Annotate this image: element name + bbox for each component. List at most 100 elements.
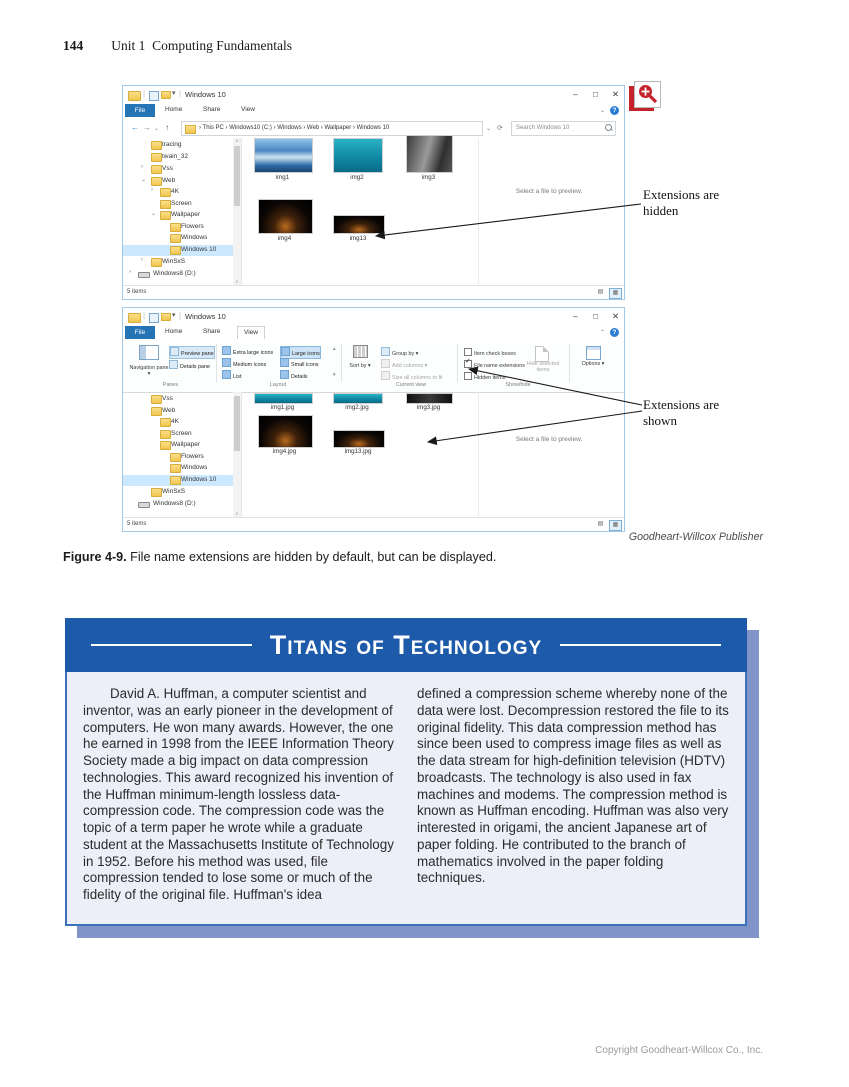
file-label[interactable]: img2 (350, 174, 364, 181)
new-folder-icon[interactable] (161, 313, 171, 321)
checkbox-unchecked-icon[interactable] (464, 348, 472, 356)
breadcrumb-path[interactable]: › This PC › Windows10 (C:) › Windows › W… (199, 125, 390, 131)
tree-item-label: Vss (162, 395, 173, 402)
file-thumbnail-img3[interactable] (406, 393, 453, 404)
file-label[interactable]: img13 (349, 235, 367, 242)
file-label[interactable]: img13.jpg (344, 448, 372, 455)
refresh-icon[interactable]: ⟳ (497, 125, 503, 132)
group-by-button[interactable]: Group by ▾ (381, 347, 418, 357)
item-check-boxes-checkbox[interactable]: Item check boxes (464, 348, 516, 357)
size-columns-button[interactable]: Size all columns to fit (381, 371, 443, 381)
file-thumbnail-img13[interactable] (333, 215, 385, 234)
thumbnail-view-icon[interactable]: ▦ (609, 520, 622, 531)
file-thumbnail-img4[interactable] (258, 415, 313, 448)
new-folder-icon[interactable] (161, 91, 171, 99)
sort-by-button[interactable]: Sort by ▾ (347, 345, 373, 370)
tab-view-active[interactable]: View (237, 326, 265, 339)
tree-item-selected[interactable]: Windows 10 (123, 245, 233, 256)
medium-icons-button[interactable]: Medium icons (222, 358, 266, 369)
expand-icon[interactable]: › (151, 187, 153, 193)
list-button[interactable]: List (222, 370, 241, 381)
file-name-extensions-checkbox[interactable]: ✓File name extensions (464, 358, 525, 369)
preview-pane-button[interactable]: Preview pane (169, 346, 215, 359)
checkbox-unchecked-icon[interactable] (464, 372, 472, 380)
tab-home[interactable]: Home (165, 106, 183, 113)
maximize-button[interactable]: □ (593, 311, 599, 321)
chevron-down-icon[interactable]: ▾ (172, 312, 176, 319)
properties-icon[interactable] (149, 313, 159, 323)
file-label[interactable]: img1 (275, 174, 290, 181)
file-label[interactable]: img1.jpg (270, 404, 295, 411)
close-button[interactable]: ✕ (612, 311, 620, 321)
navigation-pane-button[interactable]: Navigation pane ▾ (129, 345, 169, 378)
help-icon[interactable]: ? (610, 106, 619, 115)
details-pane-button[interactable]: Details pane (169, 360, 210, 371)
properties-icon[interactable] (149, 91, 159, 101)
small-icons-button[interactable]: Small icons (280, 358, 319, 369)
collapse-icon[interactable]: ⌄ (141, 177, 147, 183)
zoom-callout-icon[interactable] (629, 81, 661, 113)
back-icon[interactable]: ← (131, 123, 139, 132)
thumbnail-view-icon[interactable]: ▦ (609, 288, 622, 299)
collapse-ribbon-icon[interactable]: ⌃ (600, 330, 606, 336)
scroll-up-icon[interactable]: ∧ (235, 138, 239, 143)
file-label[interactable]: img2.jpg (345, 404, 369, 411)
expand-icon[interactable]: › (141, 164, 143, 170)
details-view-icon[interactable]: ▤ (597, 521, 604, 527)
file-thumbnail-img2[interactable] (333, 393, 383, 404)
details-button[interactable]: Details (280, 370, 307, 381)
file-label[interactable]: img4.jpg (272, 448, 297, 455)
minimize-button[interactable]: – (573, 89, 578, 99)
file-thumbnail-img1[interactable] (254, 138, 313, 173)
options-icon[interactable] (586, 346, 601, 360)
layout-scroll-down-icon[interactable]: ▼ (332, 372, 337, 377)
scroll-down-icon[interactable]: ∨ (235, 279, 239, 284)
search-icon[interactable] (605, 124, 612, 131)
file-label[interactable]: img3.jpg (416, 404, 441, 411)
checkbox-checked-icon[interactable]: ✓ (464, 358, 472, 368)
file-thumbnail-img2[interactable] (333, 138, 383, 173)
forward-icon[interactable]: → (143, 123, 151, 132)
collapse-icon[interactable]: ⌄ (151, 211, 157, 217)
close-button[interactable]: ✕ (612, 89, 620, 99)
chevron-down-icon[interactable]: ▾ (172, 90, 176, 97)
breadcrumb[interactable]: › This PC › Windows10 (C:) › Windows › W… (181, 121, 483, 136)
tab-file[interactable]: File (125, 104, 155, 117)
tab-file[interactable]: File (125, 326, 155, 339)
sidebar-scrollbar[interactable]: ∨ (233, 392, 241, 517)
expand-ribbon-icon[interactable]: ⌄ (600, 108, 606, 114)
file-thumbnail-img13[interactable] (333, 430, 385, 448)
details-view-icon[interactable]: ▤ (597, 289, 604, 295)
expand-icon[interactable]: › (141, 257, 143, 263)
hide-selected-items-icon[interactable] (535, 346, 549, 362)
help-icon[interactable]: ? (610, 328, 619, 337)
tab-view[interactable]: View (241, 106, 255, 113)
scrollbar-thumb[interactable] (234, 396, 240, 451)
large-icons-button-selected[interactable]: Large icons (280, 346, 321, 359)
file-thumbnail-img3[interactable] (406, 135, 453, 173)
extra-large-icons-button[interactable]: Extra large icons (222, 346, 273, 357)
tab-home[interactable]: Home (165, 328, 183, 335)
file-thumbnail-img4[interactable] (258, 199, 313, 234)
title-bar[interactable]: | ▾ | Windows 10 – □ ✕ (123, 308, 624, 325)
up-icon[interactable]: ↑ (165, 123, 169, 132)
title-bar[interactable]: | ▾ | Windows 10 – □ ✕ (123, 86, 624, 103)
search-input[interactable]: Search Windows 10 (511, 121, 616, 136)
address-dropdown-icon[interactable]: ⌄ (486, 126, 492, 132)
scroll-down-icon[interactable]: ∨ (235, 511, 239, 516)
tab-share[interactable]: Share (203, 328, 221, 335)
file-thumbnail-img1[interactable] (254, 393, 313, 404)
tab-share[interactable]: Share (203, 106, 221, 113)
sidebar-scrollbar[interactable]: ∧ ∨ (233, 138, 241, 285)
file-label[interactable]: img4 (277, 235, 292, 242)
hidden-items-checkbox[interactable]: Hidden items (464, 372, 505, 381)
add-columns-button[interactable]: Add columns ▾ (381, 359, 427, 369)
maximize-button[interactable]: □ (593, 89, 599, 99)
recent-locations-icon[interactable]: ⌄ (154, 126, 160, 132)
tree-item-selected[interactable]: Windows 10 (123, 475, 233, 486)
scrollbar-thumb[interactable] (234, 146, 240, 206)
minimize-button[interactable]: – (573, 311, 578, 321)
expand-icon[interactable]: › (129, 269, 131, 275)
layout-scroll-up-icon[interactable]: ▲ (332, 346, 337, 351)
file-label[interactable]: img3 (421, 174, 436, 181)
